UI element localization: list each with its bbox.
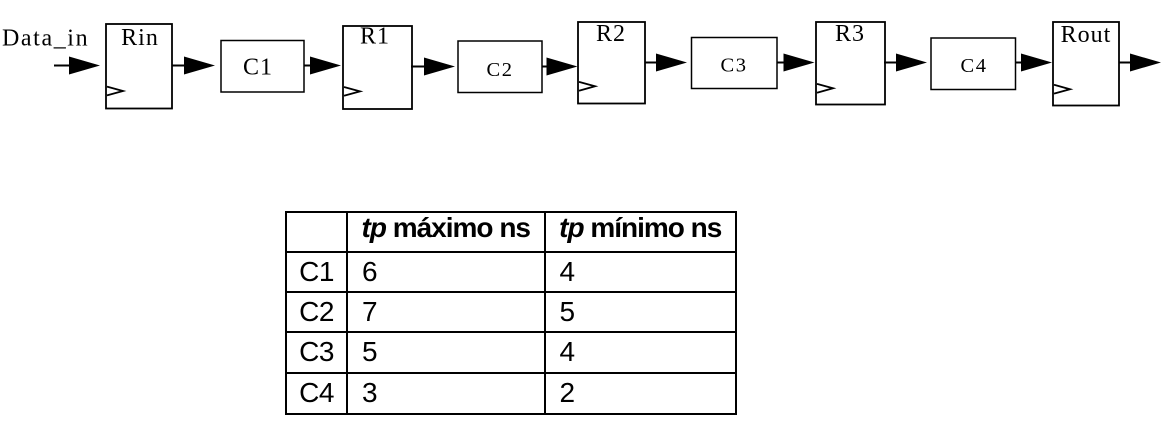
block-c2: C2 — [457, 40, 543, 94]
row-c3-name: C3 — [287, 332, 346, 372]
clock-input-icon — [106, 85, 127, 97]
register-r2-label: R2 — [596, 21, 626, 47]
table-header-tp-min: tp mínimo ns — [545, 212, 735, 251]
row-c2-tp-min: 5 — [545, 292, 735, 331]
tp-min-text: mínimo ns — [583, 212, 722, 243]
arrow-r1-c2 — [411, 57, 455, 76]
tp-max-text: máximo ns — [385, 212, 531, 243]
row-c1-tp-min: 4 — [545, 252, 735, 291]
tp-min-symbol: tp — [559, 212, 584, 243]
register-r1: R1 — [342, 24, 413, 110]
row-c1-name: C1 — [287, 252, 346, 291]
register-r3: R3 — [815, 21, 886, 106]
arrow-output — [1119, 53, 1161, 72]
clock-input-icon — [816, 83, 837, 94]
block-c4: C4 — [930, 37, 1017, 91]
row-c1-tp-max: 6 — [348, 252, 544, 291]
block-c2-label: C2 — [487, 59, 514, 81]
register-rout: Rout — [1052, 21, 1120, 107]
row-c3-tp-max: 5 — [348, 332, 544, 372]
block-c3: C3 — [690, 36, 778, 90]
block-c1-label: C1 — [243, 54, 273, 80]
clock-input-icon — [1053, 83, 1074, 95]
table-header-corner — [287, 213, 346, 251]
arrow-rin-c1 — [172, 56, 215, 75]
arrow-r3-c4 — [884, 53, 927, 72]
register-r2: R2 — [577, 21, 646, 105]
tp-max-symbol: tp — [361, 212, 387, 243]
arrow-c3-r3 — [777, 53, 815, 72]
data-in-label: Data_in — [2, 26, 89, 52]
register-r1-label: R1 — [360, 24, 390, 50]
row-c4-tp-max: 3 — [348, 373, 544, 413]
register-rin-label: Rin — [121, 25, 159, 51]
row-c4-tp-min: 2 — [545, 373, 735, 413]
arrow-c1-r1 — [304, 56, 341, 75]
register-rout-label: Rout — [1061, 22, 1112, 48]
row-c4-name: C4 — [287, 373, 346, 413]
table-header-tp-max: tp máximo ns — [348, 213, 544, 251]
clock-input-icon — [343, 86, 364, 97]
register-rin: Rin — [105, 23, 173, 110]
arrow-input — [54, 56, 100, 75]
timing-table: tp máximo ns tp mínimo ns C1 6 4 C2 7 5 … — [285, 211, 737, 415]
row-c2-name: C2 — [287, 292, 346, 331]
row-c2-tp-max: 7 — [348, 292, 544, 331]
arrow-r2-c3 — [645, 53, 687, 72]
arrow-c2-r2 — [542, 57, 578, 76]
row-c3-tp-min: 4 — [545, 332, 735, 372]
register-r3-label: R3 — [835, 21, 865, 47]
arrow-c4-rout — [1015, 53, 1052, 72]
block-c4-label: C4 — [961, 55, 988, 77]
pipeline-diagram: Data_in — [2, 21, 1161, 110]
block-c1: C1 — [220, 39, 305, 93]
block-c3-label: C3 — [721, 54, 748, 76]
clock-input-icon — [578, 81, 599, 92]
